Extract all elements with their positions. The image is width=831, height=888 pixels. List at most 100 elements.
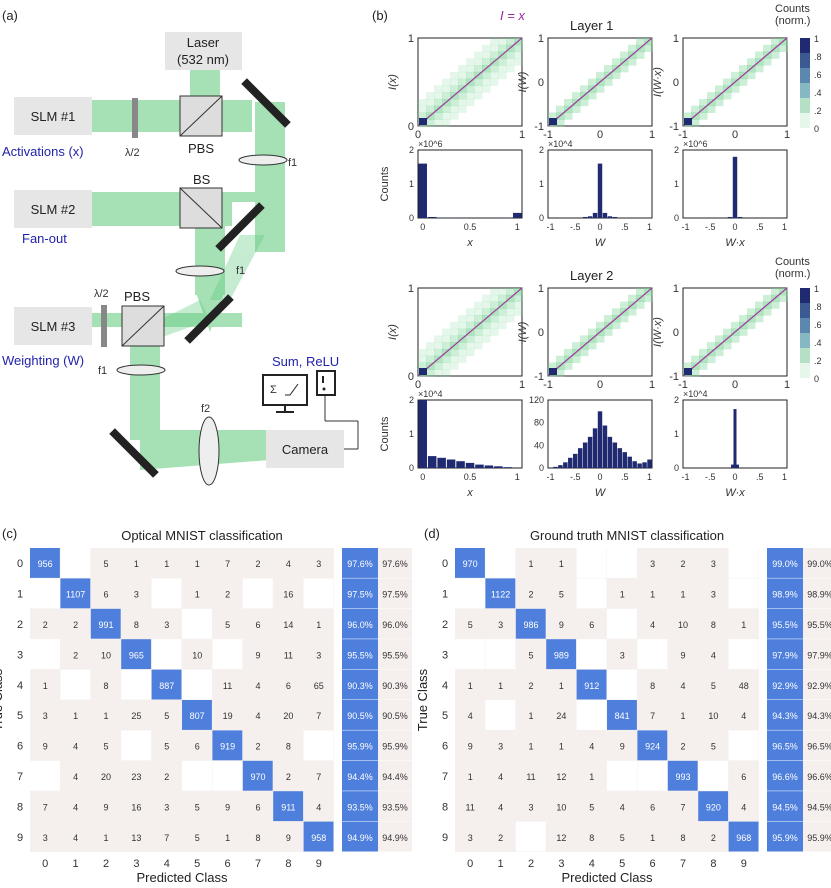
density-cell	[418, 348, 427, 357]
row-label: 2	[17, 619, 23, 631]
density-cell	[466, 315, 475, 323]
matrix-value: 1	[528, 742, 533, 752]
density-cell	[434, 112, 443, 120]
matrix-cell	[546, 821, 577, 852]
error-cell	[378, 760, 412, 791]
matrix-cell	[182, 669, 212, 700]
colorbar-tick: .8	[814, 52, 822, 62]
colorbar-tick: .4	[814, 338, 822, 348]
matrix-value: 9	[620, 742, 625, 752]
density-cell	[434, 342, 443, 350]
matrix-cell	[151, 821, 182, 852]
colorbar-segment	[800, 83, 810, 98]
weighting-label: Weighting (W)	[2, 353, 84, 368]
error-value: 98.9%	[807, 590, 831, 600]
density-peak	[684, 118, 692, 125]
lens-f1-c-label: f1	[98, 365, 107, 377]
histogram-xtick: -1	[681, 222, 689, 232]
setup-diagram: (a) Laser (532 nm) SLM #1 SLM #2 SLM #	[2, 8, 359, 486]
matrix-cell	[515, 578, 546, 609]
matrix-value: 3	[498, 742, 503, 752]
density-cell	[434, 369, 443, 377]
histogram-xtick: -1	[546, 222, 554, 232]
matrix-cell	[728, 548, 759, 578]
accuracy-value: 98.9%	[772, 590, 798, 600]
matrix-cell	[273, 608, 304, 639]
matrix-value: 5	[195, 833, 200, 843]
corr-xtick: -1	[543, 379, 553, 391]
error-value: 95.5%	[382, 650, 408, 660]
density-cell	[699, 348, 708, 357]
matrix-cell	[667, 669, 698, 700]
density-cell	[490, 328, 499, 336]
matrix-cell	[273, 578, 304, 609]
matrix-cell	[151, 548, 182, 578]
lens-f1-a-label: f1	[288, 157, 297, 169]
density-cell	[498, 58, 507, 66]
matrix-cell	[242, 821, 273, 852]
matrix-value: 3	[316, 650, 321, 660]
matrix-cell	[212, 791, 243, 822]
histogram-bar	[427, 456, 437, 468]
histogram-xtick: -.5	[570, 472, 581, 482]
matrix-cell	[121, 548, 152, 578]
matrix-value: 5	[589, 802, 594, 812]
matrix-cell	[576, 548, 607, 578]
matrix-cell	[515, 821, 546, 852]
histogram-xlabel: W·x	[725, 237, 745, 249]
matrix-cell	[60, 791, 91, 822]
matrix-cell	[637, 639, 668, 670]
density-cell	[514, 51, 523, 59]
matrix-value: 3	[43, 833, 48, 843]
mirror-4	[109, 428, 159, 478]
column-label: 5	[194, 858, 200, 870]
density-cell	[506, 315, 515, 323]
matrix-value: 4	[286, 559, 291, 569]
density-cell	[514, 294, 523, 303]
density-cell	[747, 308, 756, 316]
matrix-cell	[242, 548, 273, 578]
matrix-value: 4	[73, 742, 78, 752]
matrix-value: 6	[741, 772, 746, 782]
matrix-value: 23	[131, 772, 141, 782]
histogram-ytick: 0	[674, 213, 679, 223]
histogram-bar	[573, 453, 578, 468]
matrix-value: 807	[190, 711, 205, 721]
matrix-cell	[455, 578, 485, 609]
density-cell	[474, 92, 483, 100]
density-cell	[434, 92, 443, 100]
density-cell	[466, 342, 475, 350]
histogram-ytick: 1	[409, 179, 414, 189]
matrix-value: 1	[103, 833, 108, 843]
matrix-value: 48	[739, 681, 749, 691]
density-cell	[707, 355, 716, 363]
histogram-bar	[632, 461, 637, 468]
matrix-value: 1	[43, 681, 48, 691]
matrix-cell	[485, 791, 516, 822]
density-cell	[588, 342, 597, 350]
matrix-cell	[212, 578, 243, 609]
matrix-cell	[515, 700, 546, 730]
matrix-cell	[576, 760, 607, 791]
density-cell	[779, 44, 788, 53]
histogram-bar	[647, 459, 652, 468]
matrix-cell	[273, 821, 304, 852]
matrix-cell	[121, 608, 152, 639]
density-cell	[490, 71, 499, 80]
accuracy-cell	[342, 791, 378, 822]
matrix-cell	[607, 700, 637, 730]
histogram-xtick: 0	[597, 472, 602, 482]
density-cell	[506, 308, 515, 316]
matrix-value: 5	[164, 711, 169, 721]
corr-xtick: 1	[519, 379, 525, 391]
matrix-cell	[607, 821, 637, 852]
matrix-value: 19	[223, 711, 233, 721]
density-cell	[498, 44, 507, 53]
matrix-cell	[546, 760, 577, 791]
matrix-cell	[728, 730, 759, 761]
density-cell	[450, 348, 459, 357]
